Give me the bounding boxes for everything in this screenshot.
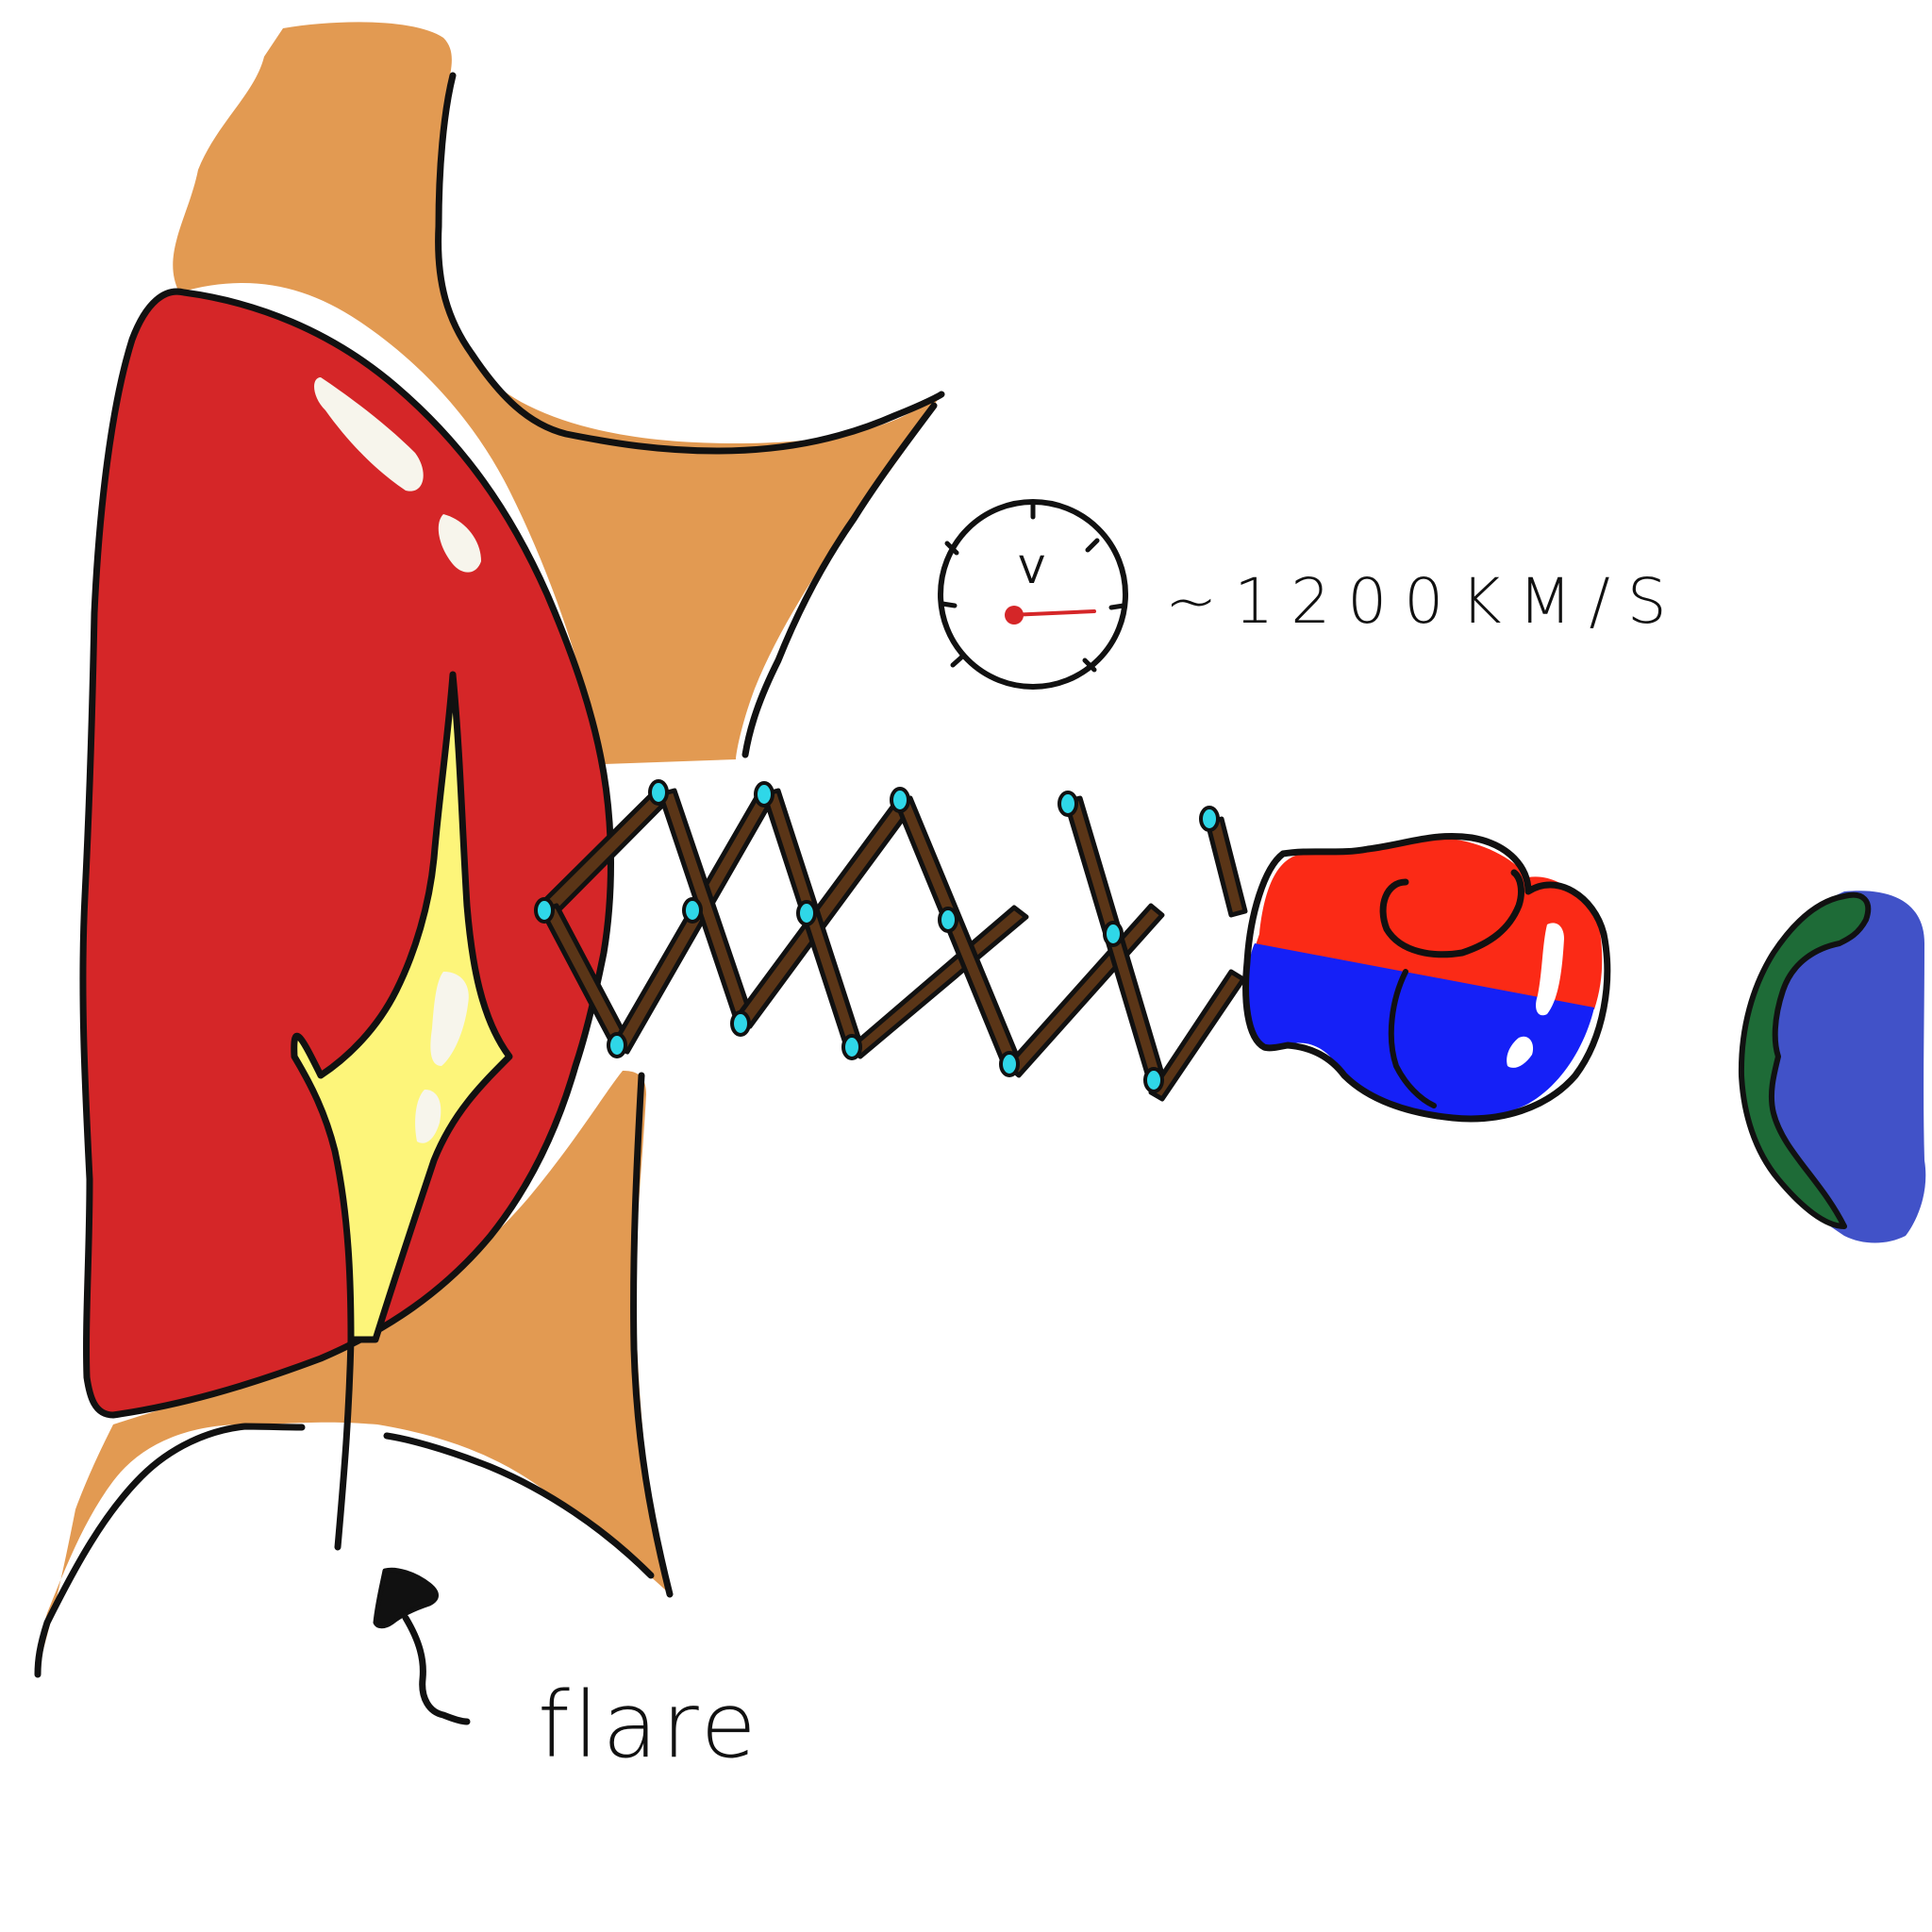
arrow-shaft	[402, 1614, 471, 1725]
speedometer-tick	[944, 541, 959, 556]
spring-joint	[754, 781, 774, 808]
spring-joint	[841, 1034, 862, 1060]
glove-thumb	[1379, 869, 1524, 958]
spring-bar	[658, 788, 753, 1022]
spring-joint	[648, 779, 669, 806]
curved-arrow-icon	[373, 1567, 471, 1725]
spring-joint	[682, 897, 703, 924]
sunspot-lower-shape	[38, 1071, 670, 1670]
spring-joint	[534, 897, 555, 924]
spring-bar	[733, 799, 911, 1029]
spring-joint	[1103, 921, 1124, 947]
spring-joints	[534, 779, 1220, 1093]
sunspot-outline-lower	[34, 1072, 674, 1678]
scissor-spring-icon	[537, 788, 1248, 1102]
spring-joint	[796, 900, 817, 926]
spring-bar	[1205, 816, 1248, 918]
earth-icon	[1738, 891, 1926, 1243]
speed-label: ~1200KM/S	[1165, 565, 1684, 638]
spring-joint	[1058, 791, 1078, 817]
speedometer-tick	[1085, 538, 1100, 553]
speedometer-ticks	[940, 500, 1126, 673]
sunspot-outline-upper	[435, 72, 945, 758]
earth-continent	[1738, 891, 1872, 1229]
speedometer-face	[938, 499, 1128, 690]
magnetic-loop-shape	[79, 288, 614, 1419]
flare-highlight-2	[415, 1090, 441, 1143]
spring-joint	[730, 1010, 751, 1037]
flare-region	[291, 671, 513, 1343]
glove-red-top	[1255, 838, 1603, 1009]
flare-highlight-1	[430, 972, 469, 1066]
glove-outline	[1242, 832, 1611, 1123]
glove-highlight	[1536, 923, 1564, 1016]
speedometer-tick	[1108, 603, 1126, 610]
loop-highlight-2	[438, 514, 481, 573]
speedometer-icon: V	[938, 499, 1128, 690]
arrow-head	[373, 1567, 439, 1629]
speedometer-tick	[950, 654, 965, 668]
spring-joint	[1199, 806, 1220, 832]
glove-seam	[1388, 969, 1437, 1108]
speedometer-needle	[1008, 609, 1096, 617]
spring-bar	[1148, 969, 1246, 1102]
spring-joint	[607, 1032, 627, 1058]
boxing-glove-icon	[1242, 832, 1611, 1123]
loop-highlight-1	[314, 377, 424, 491]
spring-joint	[938, 907, 958, 933]
speedometer-tick	[940, 601, 958, 608]
glove-highlight	[1507, 1036, 1534, 1068]
flare-ray	[334, 1336, 355, 1551]
glove-blue-bottom	[1246, 943, 1594, 1119]
speedometer-tick	[1082, 658, 1097, 673]
flare-label: flare	[538, 1673, 760, 1778]
speedometer-hub	[1005, 606, 1024, 625]
speedometer-symbol: V	[1019, 549, 1045, 592]
sunspot-upper-shape	[173, 22, 938, 764]
spring-joint	[890, 787, 910, 813]
spring-joint	[1143, 1067, 1164, 1093]
spring-joint	[999, 1051, 1020, 1077]
